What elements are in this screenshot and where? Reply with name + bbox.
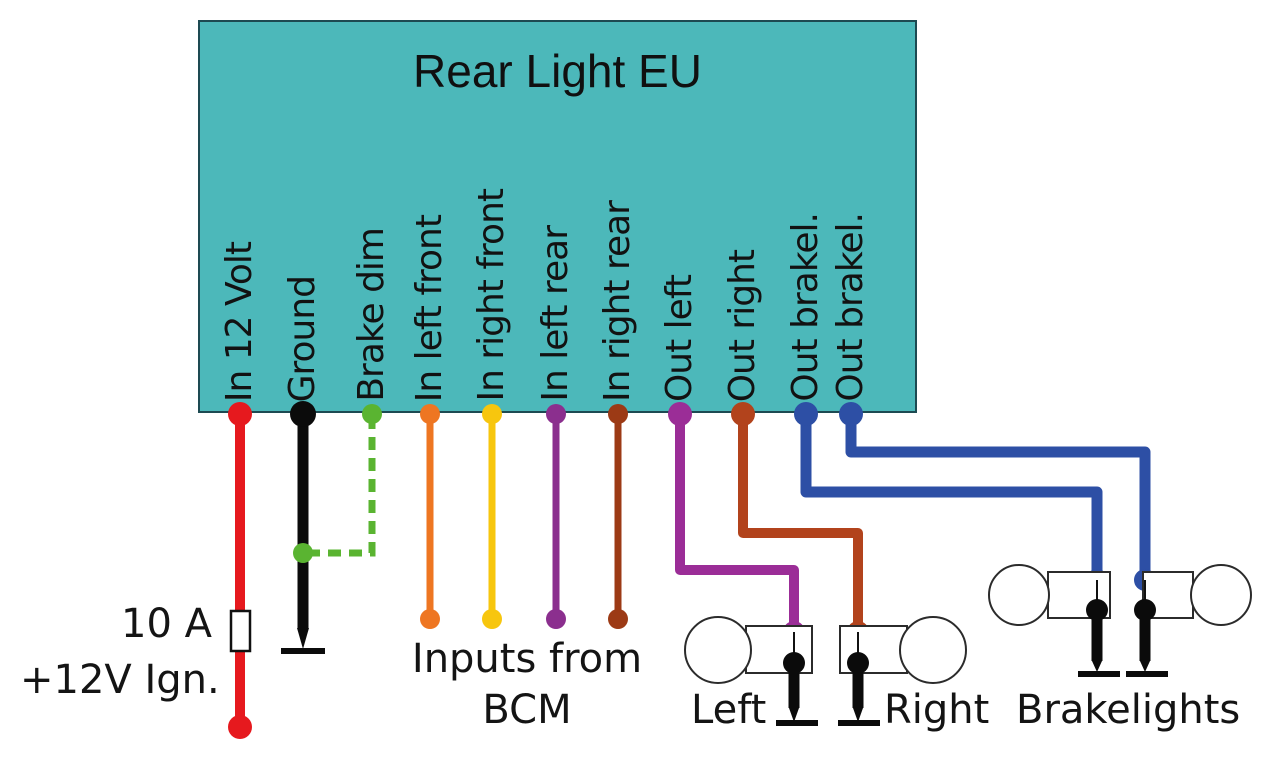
pin-dot-in-12-volt-0 bbox=[228, 402, 252, 426]
fuse-symbol bbox=[229, 609, 252, 653]
pin-dot-out-brakel-10 bbox=[839, 402, 863, 426]
pin-dot-out-brakel-9 bbox=[794, 402, 818, 426]
pin-dot-out-right-8 bbox=[731, 402, 755, 426]
supply-label: +12V Ign. bbox=[20, 657, 220, 703]
module-title: Rear Light EU bbox=[413, 45, 702, 97]
pin-dot-brake-dim-2 bbox=[362, 404, 382, 424]
pin-dot-in-right-front-4 bbox=[482, 404, 502, 424]
pin-dot-out-left-7 bbox=[668, 402, 692, 426]
brakelights-label: Brakelights bbox=[1016, 687, 1241, 733]
ground-symbol-main bbox=[281, 628, 325, 654]
brake-dim-junction-dot bbox=[293, 543, 313, 563]
wire-out-right bbox=[738, 414, 863, 628]
fuse-rating-label: 10 A bbox=[121, 601, 212, 647]
pin-dots bbox=[228, 401, 863, 427]
pin-dot-in-left-front-3 bbox=[420, 404, 440, 424]
bulb-right-symbol bbox=[838, 616, 967, 726]
module-box: Rear Light EU bbox=[198, 20, 917, 413]
right-bulb-label: Right bbox=[884, 687, 990, 733]
bulb-left-symbol bbox=[684, 616, 818, 726]
wire-out-brakelight-1 bbox=[800, 414, 1103, 576]
wire-out-left bbox=[675, 414, 799, 628]
wire-in-left-rear-end-dot bbox=[546, 609, 566, 629]
brakelight-bulb-left-symbol bbox=[988, 564, 1120, 677]
pin-dot-in-left-rear-5 bbox=[546, 404, 566, 424]
pin-dot-in-right-rear-6 bbox=[608, 404, 628, 424]
wire-in-right-rear-end-dot bbox=[608, 609, 628, 629]
wire-out-brakelight-2 bbox=[845, 414, 1151, 576]
pin-dot-ground-1 bbox=[290, 401, 316, 427]
wire-in-12v-end-dot bbox=[228, 715, 252, 739]
brakelight-bulb-right-symbol bbox=[1126, 564, 1252, 677]
inputs-from-bcm-label-line1: Inputs from bbox=[411, 636, 643, 682]
wire-in-right-front-end-dot bbox=[482, 609, 502, 629]
wire-in-left-front-end-dot bbox=[420, 609, 440, 629]
wire-brake-dim bbox=[306, 416, 376, 557]
left-bulb-label: Left bbox=[691, 687, 767, 733]
inputs-from-bcm-label-line2: BCM bbox=[482, 687, 572, 733]
